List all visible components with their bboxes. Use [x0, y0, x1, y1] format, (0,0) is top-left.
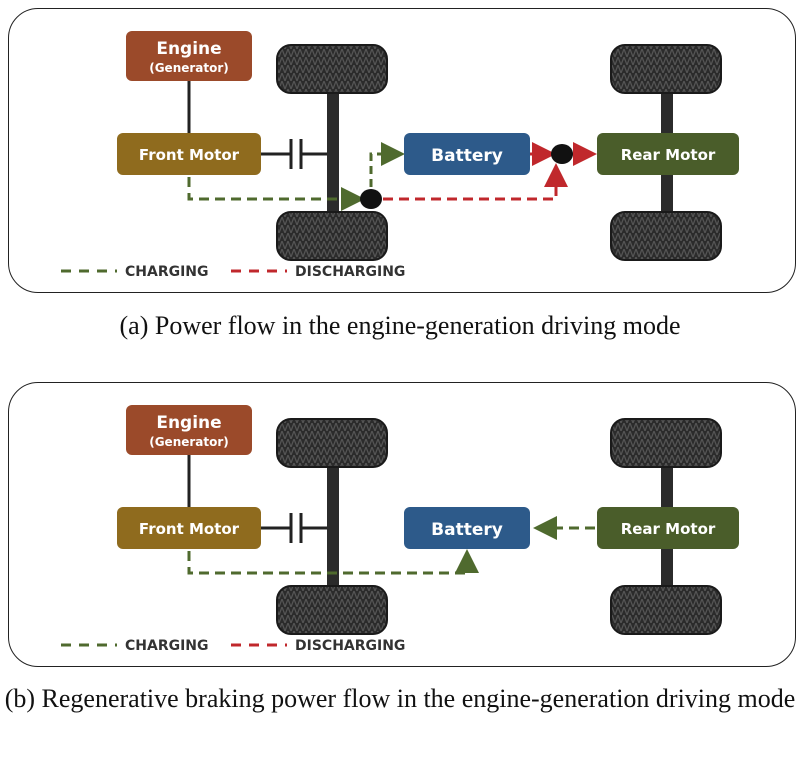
diagram-b-canvas: Engine (Generator) Front Motor Battery R… — [61, 405, 739, 654]
rear-bottom-wheel — [610, 585, 722, 635]
charging-flow-front — [187, 177, 365, 211]
caption-a: (a) Power flow in the engine-generation … — [119, 311, 681, 340]
rear-bottom-wheel — [610, 211, 722, 261]
generator-label: (Generator) — [149, 435, 229, 449]
rear-top-wheel — [610, 418, 722, 468]
front-top-wheel — [276, 44, 388, 94]
front-axle — [327, 61, 339, 229]
battery-label: Battery — [431, 520, 503, 540]
battery-box: Battery — [404, 133, 530, 175]
legend-discharging-label: DISCHARGING — [295, 264, 405, 280]
front-axle — [327, 435, 339, 603]
front-bottom-wheel — [276, 585, 388, 635]
legend-discharging-label: DISCHARGING — [295, 638, 405, 654]
engine-box: Engine (Generator) — [126, 405, 252, 455]
charging-flow-front — [187, 549, 479, 575]
junction-node-front — [360, 189, 382, 209]
legend-charging-label: CHARGING — [125, 264, 209, 280]
caption-b: (b) Regenerative braking power flow in t… — [4, 684, 796, 713]
discharging-flow-bypass — [383, 163, 568, 201]
generator-label: (Generator) — [149, 61, 229, 75]
charging-flow-to-battery — [369, 142, 405, 187]
legend-charging-label: CHARGING — [125, 638, 209, 654]
battery-label: Battery — [431, 146, 503, 166]
rear-motor-box: Rear Motor — [597, 507, 739, 549]
diagram-panel-a: Engine (Generator) Front Motor Battery R… — [8, 8, 796, 293]
front-motor-label: Front Motor — [139, 146, 240, 164]
battery-box: Battery — [404, 507, 530, 549]
legend: CHARGING DISCHARGING — [61, 638, 405, 654]
engine-label: Engine — [156, 413, 221, 433]
legend: CHARGING DISCHARGING — [61, 264, 405, 280]
rear-top-wheel — [610, 44, 722, 94]
front-motor-box: Front Motor — [117, 133, 261, 175]
rear-motor-box: Rear Motor — [597, 133, 739, 175]
front-bottom-wheel — [276, 211, 388, 261]
diagram-panel-b: Engine (Generator) Front Motor Battery R… — [8, 382, 796, 667]
engine-label: Engine — [156, 39, 221, 59]
front-top-wheel — [276, 418, 388, 468]
rear-motor-label: Rear Motor — [621, 520, 716, 538]
front-motor-box: Front Motor — [117, 507, 261, 549]
rear-motor-label: Rear Motor — [621, 146, 716, 164]
diagram-a-canvas: Engine (Generator) Front Motor Battery R… — [61, 31, 739, 280]
front-motor-label: Front Motor — [139, 520, 240, 538]
engine-box: Engine (Generator) — [126, 31, 252, 81]
junction-node-rear — [551, 144, 573, 164]
